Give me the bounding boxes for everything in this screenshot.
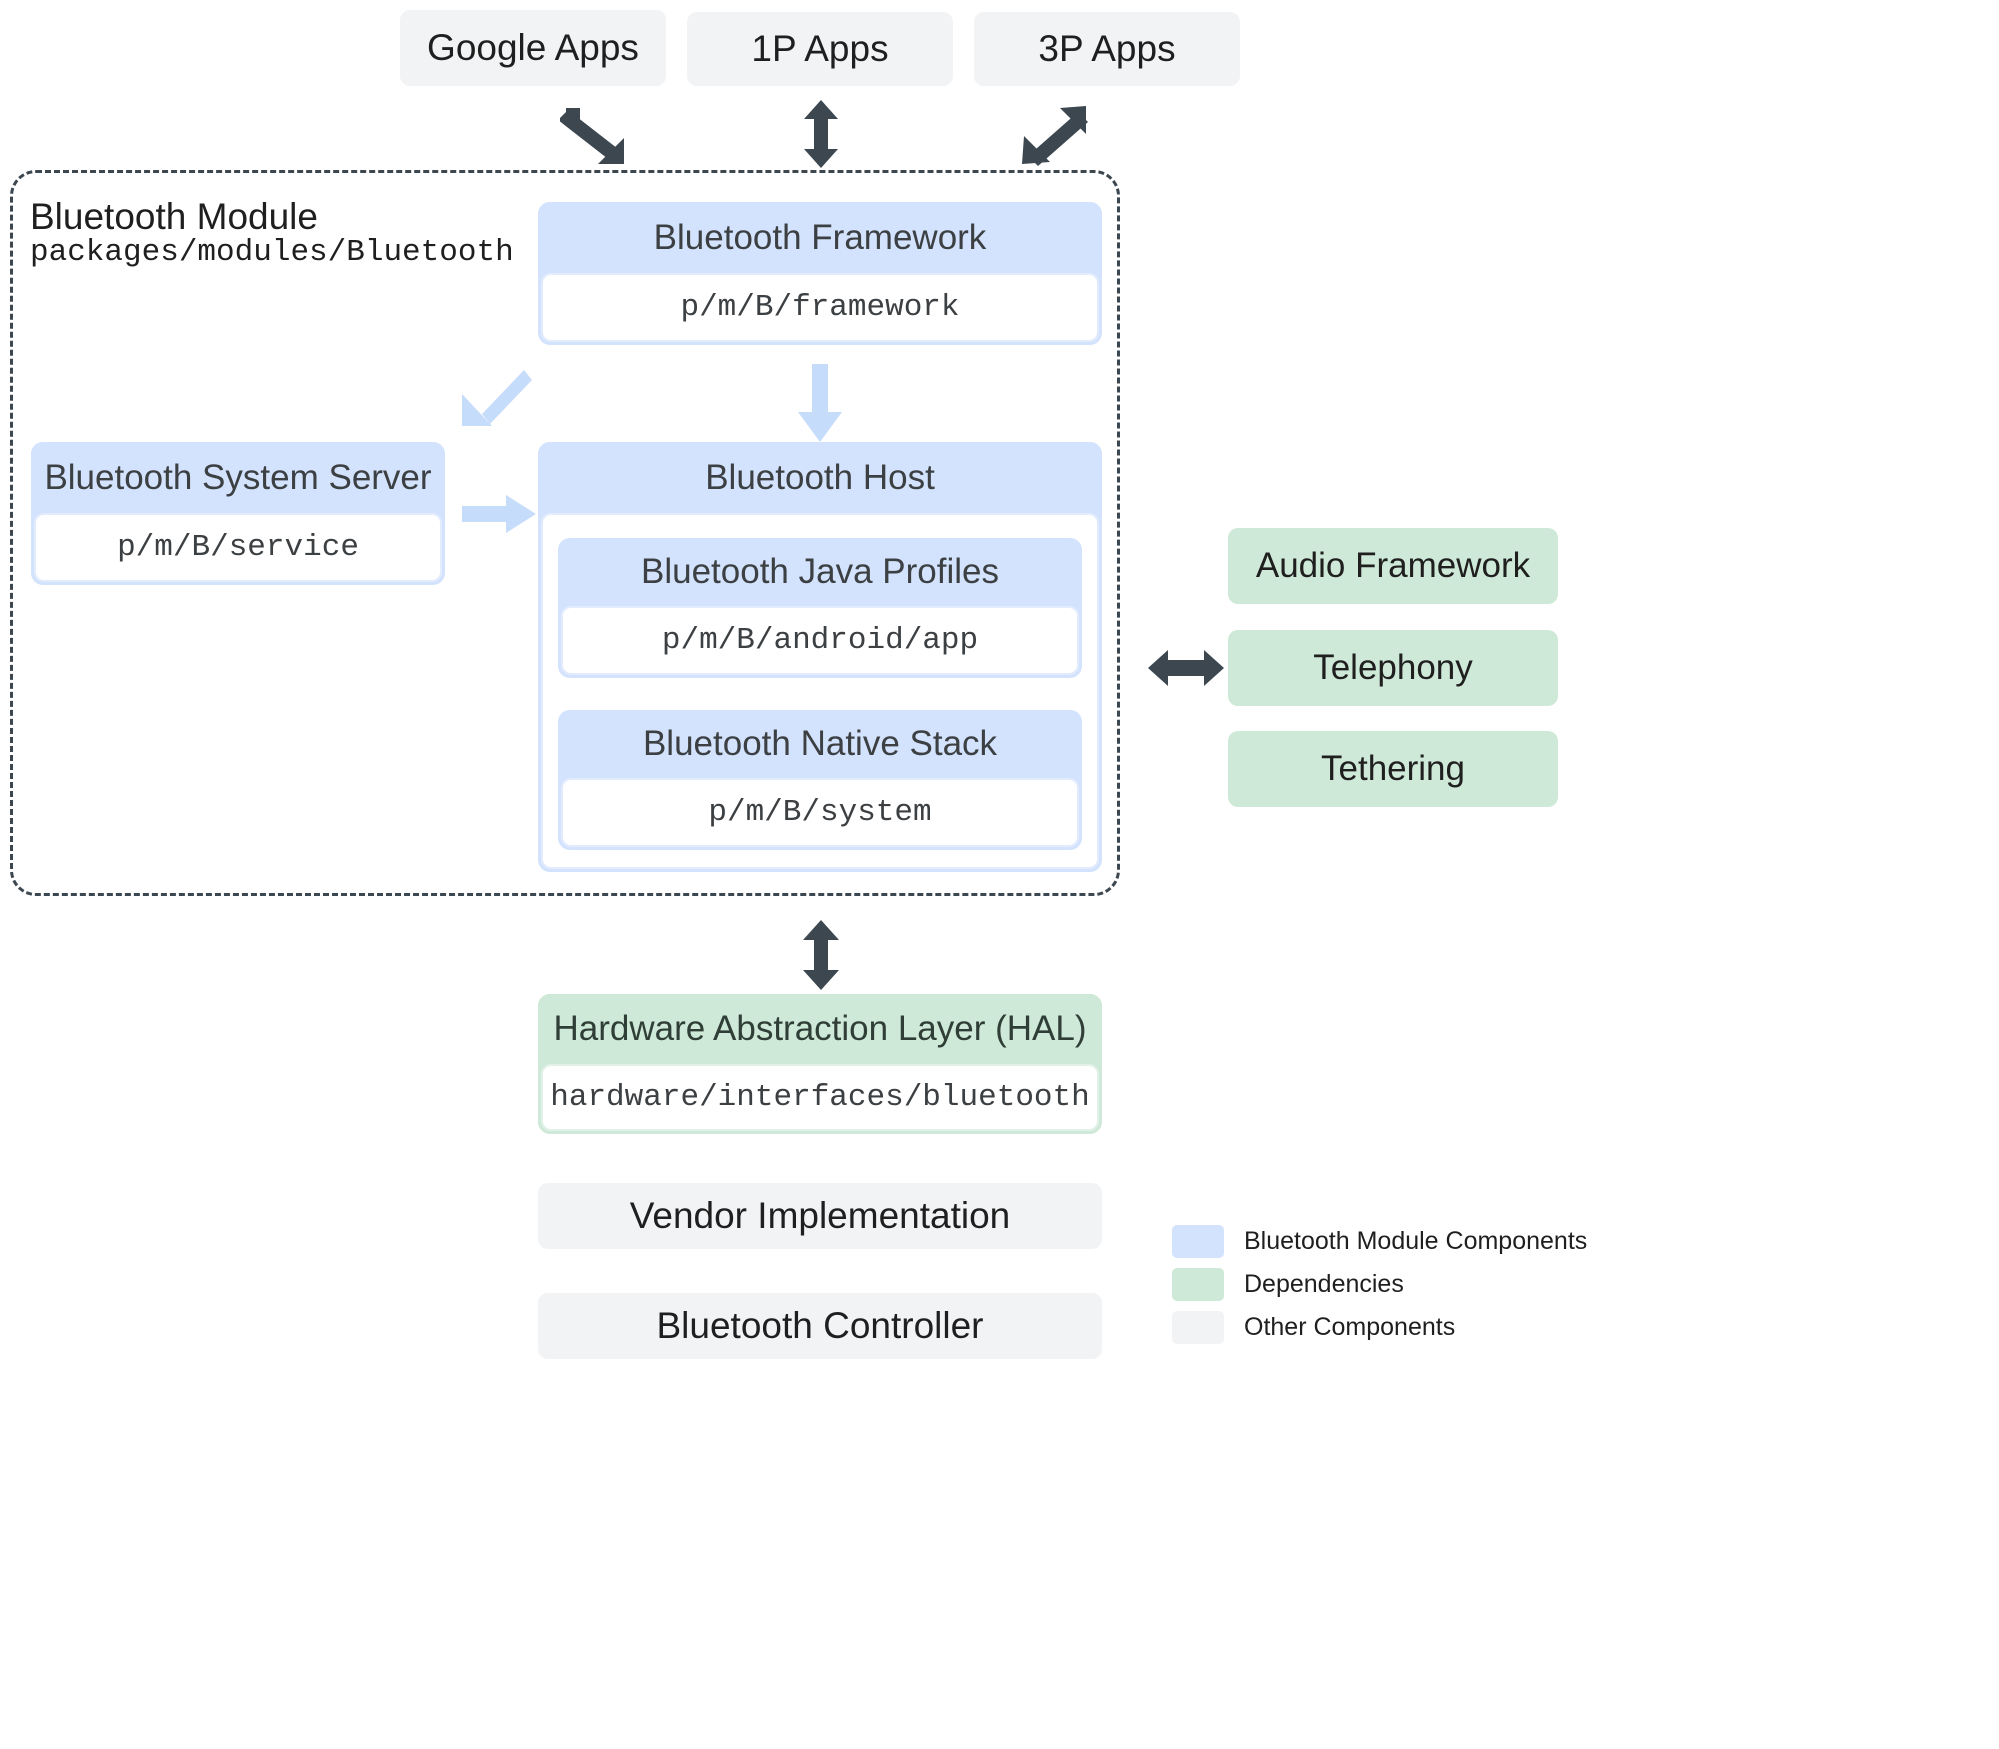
card-hardware-abstraction-layer-title: Hardware Abstraction Layer (HAL) <box>538 994 1102 1064</box>
dependency-box-telephony[interactable]: Telephony <box>1228 630 1558 706</box>
legend-row-dependencies: Dependencies <box>1172 1263 1592 1306</box>
box-bluetooth-controller[interactable]: Bluetooth Controller <box>538 1293 1102 1359</box>
app-box-3p-apps[interactable]: 3P Apps <box>974 12 1240 86</box>
card-bluetooth-system-server[interactable]: Bluetooth System Server p/m/B/service <box>31 442 445 585</box>
card-bluetooth-native-stack-title: Bluetooth Native Stack <box>558 710 1082 778</box>
card-bluetooth-java-profiles[interactable]: Bluetooth Java Profiles p/m/B/android/ap… <box>558 538 1082 678</box>
bluetooth-module-path: packages/modules/Bluetooth <box>30 235 514 270</box>
dependency-box-audio-framework[interactable]: Audio Framework <box>1228 528 1558 604</box>
arrow-3p-apps-to-module <box>1022 106 1088 166</box>
arrow-1p-apps-to-module <box>804 100 838 168</box>
box-bluetooth-controller-label: Bluetooth Controller <box>656 1304 984 1346</box>
card-bluetooth-java-profiles-title: Bluetooth Java Profiles <box>558 538 1082 606</box>
arrow-system-server-to-host <box>462 495 536 533</box>
box-vendor-implementation-label: Vendor Implementation <box>629 1194 1011 1236</box>
arrow-module-to-dependencies <box>1148 650 1224 686</box>
bluetooth-module-title: Bluetooth Module <box>30 196 318 237</box>
card-bluetooth-framework-path: p/m/B/framework <box>541 273 1099 342</box>
arrow-google-apps-to-module <box>560 108 624 164</box>
dependency-box-tethering[interactable]: Tethering <box>1228 731 1558 807</box>
dependency-box-tethering-label: Tethering <box>1321 748 1465 788</box>
arrow-framework-to-host <box>798 364 842 442</box>
legend-swatch-other-components <box>1172 1311 1224 1344</box>
legend-label-other-components: Other Components <box>1244 1313 1456 1341</box>
card-bluetooth-native-stack-path: p/m/B/system <box>561 778 1079 847</box>
legend-swatch-module-components <box>1172 1225 1224 1258</box>
app-box-google-apps[interactable]: Google Apps <box>400 10 666 86</box>
legend-row-module-components: Bluetooth Module Components <box>1172 1220 1592 1263</box>
dependency-box-telephony-label: Telephony <box>1313 647 1473 687</box>
card-bluetooth-system-server-path: p/m/B/service <box>34 513 442 582</box>
legend-label-dependencies: Dependencies <box>1244 1270 1404 1298</box>
card-bluetooth-framework-title: Bluetooth Framework <box>538 202 1102 273</box>
card-bluetooth-native-stack[interactable]: Bluetooth Native Stack p/m/B/system <box>558 710 1082 850</box>
legend-label-module-components: Bluetooth Module Components <box>1244 1227 1588 1255</box>
app-box-1p-apps-label: 1P Apps <box>751 27 889 69</box>
app-box-3p-apps-label: 3P Apps <box>1038 27 1176 69</box>
bluetooth-module-container <box>10 170 1120 896</box>
dependency-box-audio-framework-label: Audio Framework <box>1255 545 1531 585</box>
legend-swatch-dependencies <box>1172 1268 1224 1301</box>
legend: Bluetooth Module Components Dependencies… <box>1172 1220 1592 1349</box>
card-bluetooth-java-profiles-path: p/m/B/android/app <box>561 606 1079 675</box>
card-bluetooth-system-server-title: Bluetooth System Server <box>31 442 445 513</box>
card-hardware-abstraction-layer[interactable]: Hardware Abstraction Layer (HAL) hardwar… <box>538 994 1102 1134</box>
card-bluetooth-framework[interactable]: Bluetooth Framework p/m/B/framework <box>538 202 1102 345</box>
app-box-1p-apps[interactable]: 1P Apps <box>687 12 953 86</box>
arrow-framework-to-system-server <box>462 370 532 426</box>
box-vendor-implementation[interactable]: Vendor Implementation <box>538 1183 1102 1249</box>
arrow-module-to-hal <box>803 920 839 990</box>
card-hardware-abstraction-layer-path: hardware/interfaces/bluetooth <box>541 1064 1099 1131</box>
card-bluetooth-host-title: Bluetooth Host <box>538 442 1102 513</box>
legend-row-other-components: Other Components <box>1172 1306 1592 1349</box>
app-box-google-apps-label: Google Apps <box>427 26 639 68</box>
